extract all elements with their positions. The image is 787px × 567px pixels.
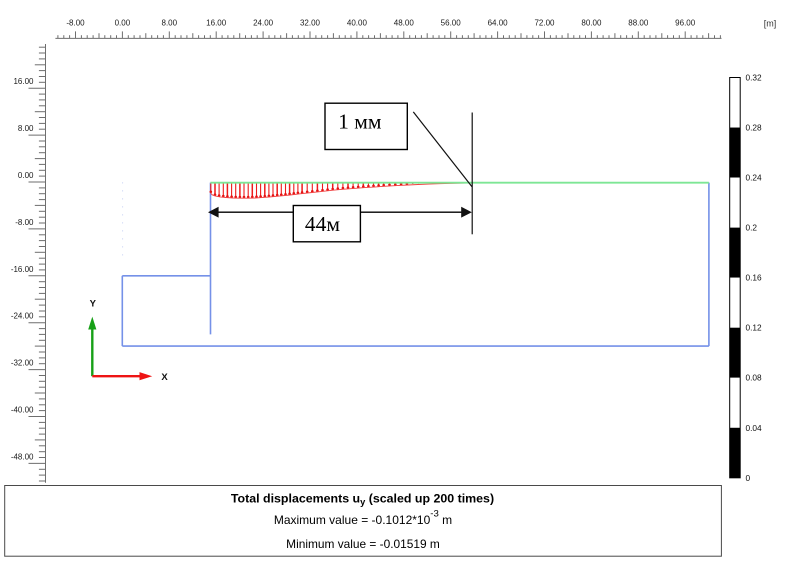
svg-text:-16.00: -16.00: [11, 265, 34, 274]
svg-text:0.24: 0.24: [746, 173, 763, 183]
svg-text:96.00: 96.00: [675, 18, 696, 27]
svg-text:-8.00: -8.00: [15, 218, 34, 227]
svg-text:32.00: 32.00: [300, 18, 321, 27]
svg-text:[m]: [m]: [764, 19, 777, 29]
svg-text:88.00: 88.00: [628, 18, 649, 27]
svg-text:Y: Y: [90, 298, 97, 309]
svg-text:0.32: 0.32: [746, 73, 763, 83]
svg-text:0.28: 0.28: [746, 123, 763, 133]
svg-text:-32.00: -32.00: [11, 359, 34, 368]
svg-text:80.00: 80.00: [581, 18, 602, 27]
svg-text:16.00: 16.00: [206, 18, 227, 27]
svg-text:16.00: 16.00: [13, 77, 34, 86]
svg-text:0.08: 0.08: [746, 373, 763, 383]
svg-text:Minimum value = -0.01519 m: Minimum value = -0.01519 m: [286, 537, 440, 551]
svg-text:-8.00: -8.00: [66, 18, 85, 27]
svg-text:0.00: 0.00: [18, 171, 34, 180]
svg-text:0: 0: [746, 473, 751, 483]
svg-text:0.2: 0.2: [746, 223, 758, 233]
svg-text:Maximum value = -0.1012*10-3 m: Maximum value = -0.1012*10-3 m: [274, 508, 452, 527]
svg-text:44м: 44м: [305, 212, 341, 236]
svg-text:X: X: [161, 372, 168, 383]
svg-text:-48.00: -48.00: [11, 452, 34, 461]
svg-text:0.04: 0.04: [746, 423, 763, 433]
svg-text:56.00: 56.00: [441, 18, 462, 27]
svg-text:24.00: 24.00: [253, 18, 274, 27]
svg-text:0.16: 0.16: [746, 273, 763, 283]
svg-text:-40.00: -40.00: [11, 406, 34, 415]
svg-text:1 мм: 1 мм: [338, 110, 382, 134]
svg-text:8.00: 8.00: [18, 124, 34, 133]
svg-text:8.00: 8.00: [162, 18, 178, 27]
svg-text:40.00: 40.00: [347, 18, 368, 27]
svg-text:Total displacements uy (scaled: Total displacements uy (scaled up 200 ti…: [231, 491, 494, 507]
svg-text:64.00: 64.00: [488, 18, 509, 27]
svg-text:0.00: 0.00: [115, 18, 131, 27]
svg-text:-24.00: -24.00: [11, 312, 34, 321]
svg-text:72.00: 72.00: [534, 18, 555, 27]
svg-text:0.12: 0.12: [746, 323, 763, 333]
svg-text:48.00: 48.00: [394, 18, 415, 27]
